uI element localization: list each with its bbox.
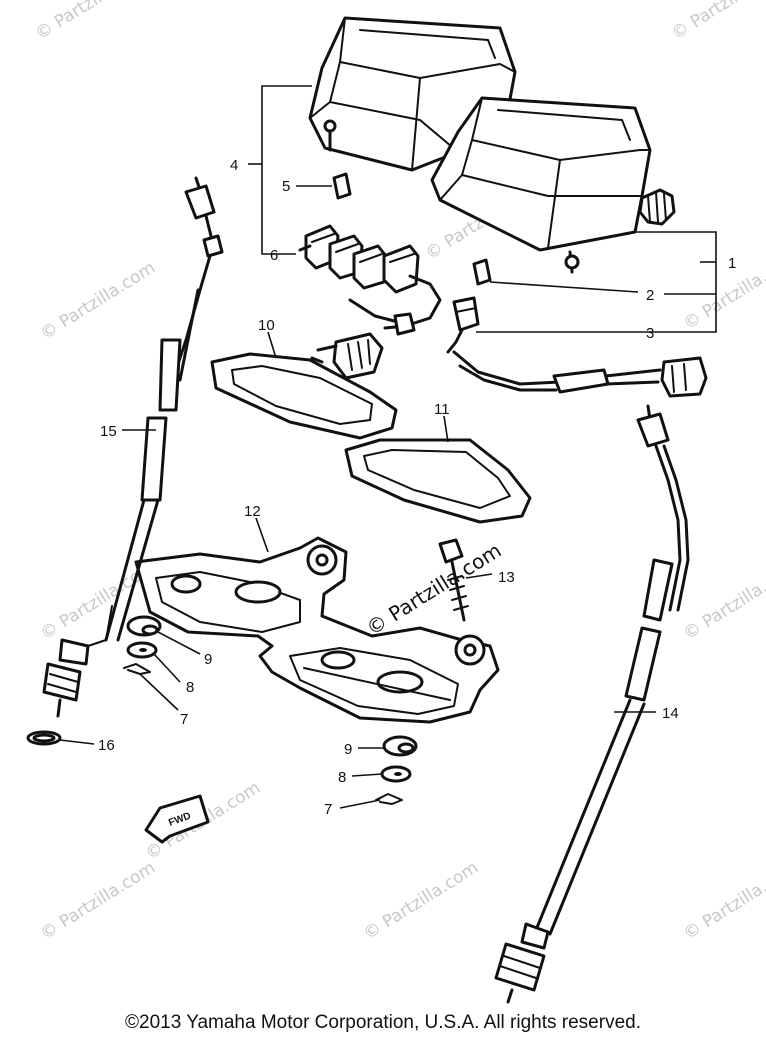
watermark: © Partzilla.com: [680, 558, 766, 644]
socket-assembly-6: [298, 224, 442, 380]
callout-11: 11: [434, 401, 450, 418]
bolt-13: [438, 538, 469, 622]
bulb-5: [332, 172, 352, 200]
callout-8-left: 8: [186, 679, 194, 696]
callout-9-right: 9: [344, 741, 352, 758]
grommet-9-left: [126, 615, 162, 637]
o-ring-16: [26, 730, 62, 746]
watermark: © Partzilla.com: [37, 858, 159, 944]
watermark: © Partzilla.com: [668, 0, 766, 44]
leader-lines: [59, 85, 717, 809]
gasket-11: [344, 438, 532, 524]
callout-14: 14: [662, 705, 679, 722]
callout-7-right: 7: [324, 801, 332, 818]
callouts: 4 5 6 1 2 3 10 11 12 13 15 9 8 7 16 14 9…: [98, 157, 736, 818]
watermark: © Partzilla.com: [32, 0, 154, 44]
watermark: © Partzilla.com: [680, 858, 766, 944]
callout-8-right: 8: [338, 769, 346, 786]
watermark: © Partzilla.com: [680, 248, 766, 334]
callout-7-left: 7: [180, 711, 188, 728]
watermark: © Partzilla.com: [37, 258, 159, 344]
callout-12: 12: [244, 503, 261, 520]
callout-9-left: 9: [204, 651, 212, 668]
clip-7-left: [123, 663, 151, 675]
callout-16: 16: [98, 737, 115, 754]
meter-housing-right: [430, 96, 676, 274]
callout-5: 5: [282, 178, 290, 195]
grommet-9-right: [382, 735, 418, 757]
watermark: © Partzilla.com: [360, 858, 482, 944]
callout-10: 10: [258, 317, 275, 334]
meter-bracket-12: [134, 536, 500, 724]
callout-2: 2: [646, 287, 654, 304]
bulb-2: [472, 258, 492, 286]
socket-lead-3: [446, 296, 708, 398]
callout-6: 6: [270, 247, 278, 264]
callout-3: 3: [646, 325, 654, 342]
callout-15: 15: [100, 423, 117, 440]
tachometer-cable-15: [42, 176, 224, 718]
speedometer-cable-14: [494, 404, 690, 1004]
callout-1: 1: [728, 255, 736, 272]
gasket-10: [210, 352, 398, 440]
clip-7-right: [375, 793, 403, 805]
callout-4: 4: [230, 157, 238, 174]
fwd-arrow-icon: FWD: [144, 794, 210, 844]
washer-8-left: [126, 641, 158, 659]
washer-8-right: [380, 765, 412, 783]
copyright-notice: ©2013 Yamaha Motor Corporation, U.S.A. A…: [125, 1012, 641, 1033]
callout-13: 13: [498, 569, 515, 586]
watermark-center: © Partzilla.com: [362, 538, 506, 640]
